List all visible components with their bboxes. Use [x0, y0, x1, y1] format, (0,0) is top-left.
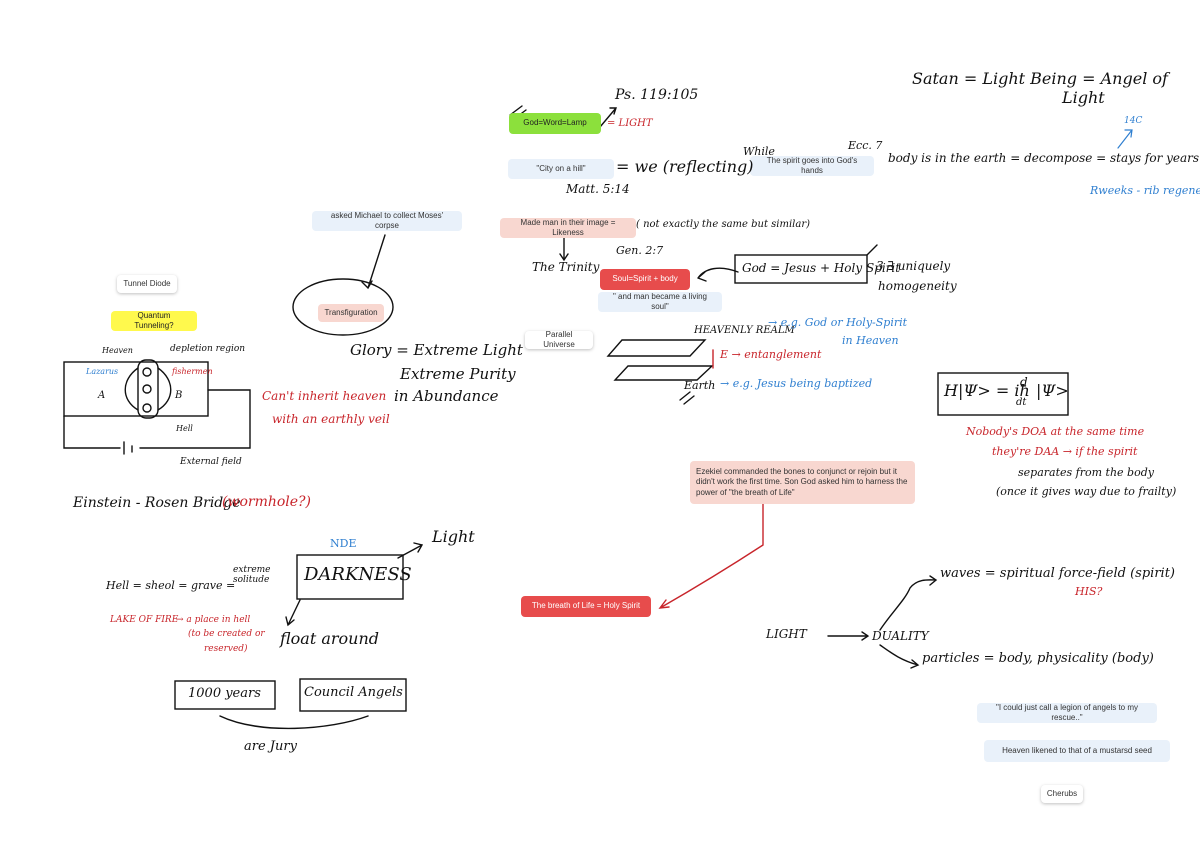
matt-ref: Matt. 5:14 — [566, 182, 630, 196]
to-be-created-note: (to be created or — [188, 629, 265, 639]
diode-hell-label: Hell — [176, 424, 193, 433]
doa-note-3: separates from the body — [1018, 466, 1154, 479]
glory-note-2: Extreme Purity — [400, 365, 516, 383]
cant-inherit-1: Can't inherit heaven — [262, 389, 387, 403]
lake-fire-note: LAKE OF FIRE — [110, 615, 179, 625]
satan-note-light: Light — [1062, 88, 1105, 107]
external-field-label: External field — [180, 457, 242, 467]
spirit-to-god-card[interactable]: The spirit goes into God's hands — [750, 156, 874, 176]
soul-card[interactable]: Soul=Spirit + body — [600, 269, 690, 290]
light-note-dark: Light — [432, 527, 475, 546]
homogeneity-note: homogeneity — [878, 279, 957, 293]
cherubs-card[interactable]: Cherubs — [1041, 785, 1083, 803]
doa-note-1: Nobody's DOA at the same time — [966, 425, 1145, 438]
particles-note: particles = body, physicality (body) — [922, 651, 1154, 666]
rweeks-note: Rweeks - rib regenerat — [1090, 184, 1200, 197]
hell-sheol-note: Hell = sheol = grave = — [106, 579, 236, 592]
schrodinger-lhs: H|Ψ> = iħ — [944, 381, 1030, 400]
diode-region-a: A — [98, 390, 106, 401]
while-note: While — [743, 145, 775, 158]
heavenly-eg-note: → e.g. God or Holy-Spirit — [768, 316, 908, 329]
doa-note-2: they're DAA → if the spirit — [992, 445, 1138, 458]
place-hell-note: → a place in hell — [176, 615, 251, 625]
diode-heaven-label: Heaven — [102, 346, 133, 355]
cant-inherit-2: with an earthly veil — [272, 412, 390, 426]
moses-card[interactable]: asked Michael to collect Moses' corpse — [312, 211, 462, 231]
doa-note-4: (once it gives way due to frailty) — [996, 485, 1177, 498]
glory-note-3: in Abundance — [394, 387, 499, 405]
in-heaven-note: in Heaven — [842, 334, 899, 347]
earth-eg-note: → e.g. Jesus being baptized — [720, 377, 873, 390]
breath-of-life-card[interactable]: The breath of Life = Holy Spirit — [521, 596, 651, 617]
trinity-note: The Trinity — [532, 260, 600, 274]
darkness-label: DARKNESS — [304, 564, 412, 585]
1000-years-note: 1000 years — [188, 686, 261, 701]
likeness-note: ( not exactly the same but similar) — [636, 219, 811, 230]
god-word-lamp-card[interactable]: God=Word=Lamp — [509, 113, 601, 134]
city-on-hill-card[interactable]: "City on a hill" — [508, 159, 614, 179]
light-note: = LIGHT — [607, 118, 653, 129]
diode-lazarus-label: Lazarus — [86, 367, 119, 376]
extreme-solitude-note: extreme solitude — [233, 565, 271, 585]
are-jury-note: are Jury — [244, 739, 297, 754]
we-reflecting-note: = we (reflecting) — [616, 157, 754, 176]
schrodinger-rhs: |Ψ> — [1036, 381, 1069, 400]
satan-note: Satan = Light Being = Angel of — [912, 69, 1168, 88]
ezekiel-card[interactable]: Ezekiel commanded the bones to conjunct … — [690, 461, 915, 504]
waves-note: waves = spiritual force-field (spirit) — [940, 566, 1175, 581]
made-man-card[interactable]: Made man in their image = Likeness — [500, 218, 636, 238]
parallel-universe-card[interactable]: Parallel Universe — [525, 330, 593, 349]
reserved-note: reserved) — [204, 644, 248, 654]
heavenly-realm-note: HEAVENLY REALM — [694, 325, 795, 336]
wormhole-note: (wormhole?) — [222, 494, 312, 510]
quantum-tunneling-card[interactable]: Quantum Tunneling? — [111, 311, 197, 331]
legion-card[interactable]: "I could just call a legion of angels to… — [977, 703, 1157, 723]
body-earth-note: body is in the earth = decompose = stays… — [888, 151, 1200, 165]
schrodinger-den: dt — [1016, 397, 1027, 408]
god-jesus-note: God = Jesus + Holy Spirit — [742, 261, 901, 275]
earth-note: Earth — [684, 379, 716, 392]
schrodinger-num: d — [1020, 375, 1028, 389]
genesis-ref: Gen. 2:7 — [616, 244, 664, 257]
mustard-card[interactable]: Heaven likened to that of a mustarsd see… — [984, 740, 1170, 762]
psalm-ref: Ps. 119:105 — [615, 87, 699, 103]
living-soul-card[interactable]: " and man became a living soul" — [598, 292, 722, 312]
glory-note-1: Glory = Extreme Light — [350, 341, 523, 359]
carbon-note: 14C — [1124, 116, 1143, 126]
float-around-note: float around — [280, 629, 380, 648]
transfiguration-card[interactable]: Transfiguration — [318, 304, 384, 322]
entanglement-note: E → entanglement — [720, 348, 822, 361]
einstein-note: Einstein - Rosen Bridge — [73, 495, 241, 511]
nde-label: NDE — [330, 537, 357, 550]
uniquely-note: 3 ∃ uniquely — [876, 259, 951, 273]
light-duality-duality: DUALITY — [872, 629, 929, 643]
his-note: HIS? — [1075, 585, 1103, 598]
diode-depletion-label: depletion region — [170, 344, 246, 354]
ecc-ref: Ecc. 7 — [848, 139, 883, 152]
diode-fishermen-label: fishermen — [172, 367, 213, 376]
light-duality-light: LIGHT — [766, 627, 807, 641]
council-angels-note: Council Angels — [304, 685, 403, 700]
diode-region-b: B — [175, 390, 183, 401]
tunnel-diode-card[interactable]: Tunnel Diode — [117, 275, 177, 293]
